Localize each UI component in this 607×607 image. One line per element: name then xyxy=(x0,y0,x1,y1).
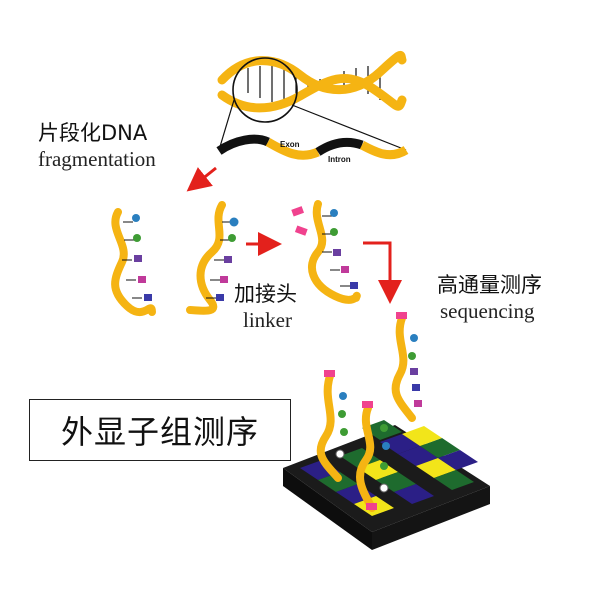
intron-segment-1 xyxy=(265,138,320,160)
base-blue xyxy=(132,214,140,222)
dna-fragment-3 xyxy=(308,200,361,304)
exon-intron-strand: Exon Intron xyxy=(216,134,409,164)
title-box: 外显子组测序 xyxy=(29,399,291,461)
zoom-line-right xyxy=(291,104,407,151)
base-indigo xyxy=(144,294,152,301)
sequencing-chip xyxy=(283,420,490,550)
chip-strand-1 xyxy=(316,370,348,482)
helix-strand-upper xyxy=(217,51,407,95)
base-green xyxy=(133,234,141,242)
exon-segment-2 xyxy=(315,137,364,156)
arrow-to-fragments xyxy=(186,166,217,192)
chip-strand-3 xyxy=(391,312,422,422)
zoom-line-left xyxy=(218,99,235,151)
fragmentation-label-cn: 片段化DNA xyxy=(38,121,148,145)
arrow-to-sequencing xyxy=(363,241,402,304)
sequencing-label-cn: 高通量测序 xyxy=(437,273,542,297)
dna-fragment-2 xyxy=(186,201,239,315)
exon-segment-1 xyxy=(216,134,270,155)
sequencing-label-en: sequencing xyxy=(440,299,535,323)
zoom-circle xyxy=(232,57,298,123)
adapter-piece-1 xyxy=(291,206,305,217)
intron-label: Intron xyxy=(328,155,351,164)
helix-strand-lower xyxy=(217,73,407,113)
chip-strand-2 xyxy=(356,401,390,512)
adapter-piece-2 xyxy=(294,225,308,236)
linker-label-en: linker xyxy=(243,308,292,332)
fragmentation-label-en: fragmentation xyxy=(38,147,156,171)
dna-fragment-1 xyxy=(111,208,156,316)
base-purple xyxy=(134,255,142,262)
intron-segment-2 xyxy=(359,141,409,160)
exon-label: Exon xyxy=(280,140,300,149)
genome-double-helix xyxy=(217,51,407,151)
base-magenta xyxy=(138,276,146,283)
linker-label-cn: 加接头 xyxy=(234,282,297,306)
